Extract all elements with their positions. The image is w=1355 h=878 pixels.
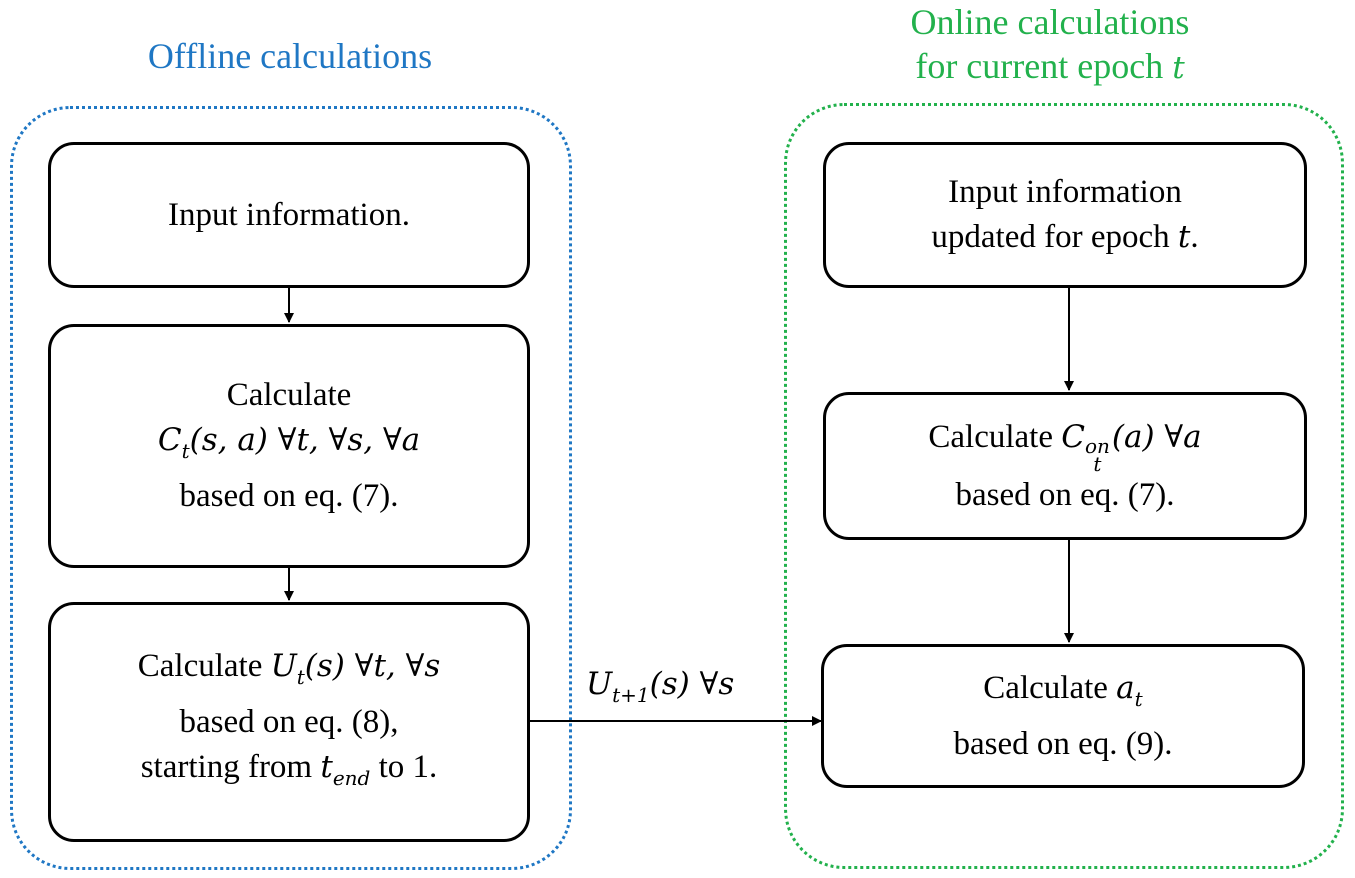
online-box-calc-a-line2: based on eq. (9). xyxy=(953,725,1173,762)
calc-con-text: Calculate xyxy=(928,418,1062,455)
to-one-text: to 1. xyxy=(370,748,438,785)
updated-text: updated for epoch xyxy=(931,219,1178,255)
offline-box-input-text: Input information. xyxy=(168,196,410,233)
online-title-epoch-var: t xyxy=(1172,50,1185,86)
offline-box-calc-c-line3: based on eq. (7). xyxy=(179,478,399,514)
offline-title: Offline calculations xyxy=(147,36,433,76)
online-box-input: Input information updated for epoch t. xyxy=(823,142,1307,288)
online-title-line2-text: for current epoch xyxy=(915,46,1173,86)
offline-box-calc-c: Calculate Ct(s, a) ∀t, ∀s, ∀a based on e… xyxy=(48,324,530,568)
online-box-calc-a-line1: Calculate at xyxy=(983,666,1142,722)
t-end-sub: end xyxy=(332,765,371,790)
edge-u-sub: t+1 xyxy=(612,683,650,707)
calc-u-text: Calculate xyxy=(137,647,271,684)
cost-args: (s, a) ∀t, ∀s, ∀a xyxy=(189,422,421,458)
online-box-calc-c-line2: based on eq. (7). xyxy=(955,476,1175,513)
con-sub: t xyxy=(1093,451,1102,476)
edge-label-utility: Ut+1(s) ∀s xyxy=(586,666,734,707)
con-var: C xyxy=(1061,418,1085,455)
online-box-calc-a: Calculate at based on eq. (9). xyxy=(821,644,1305,788)
offline-box-input: Input information. xyxy=(48,142,530,288)
cost-var: C xyxy=(157,422,182,458)
utility-sub: t xyxy=(296,664,305,689)
period: . xyxy=(1190,219,1199,255)
offline-box-calc-u-line2: based on eq. (8), xyxy=(179,703,399,740)
online-title-line1: Online calculations xyxy=(910,2,1190,42)
offline-box-calc-u: Calculate Ut(s) ∀t, ∀s based on eq. (8),… xyxy=(48,602,530,842)
online-box-input-line2: updated for epoch t. xyxy=(931,215,1198,260)
edge-u-args: (s) ∀s xyxy=(649,666,735,702)
edge-u-var: U xyxy=(586,666,613,702)
cost-sub: t xyxy=(181,439,190,463)
epoch-var: t xyxy=(1177,219,1191,255)
offline-box-calc-c-line2: Ct(s, a) ∀t, ∀s, ∀a xyxy=(158,418,420,474)
utility-var: U xyxy=(270,647,297,684)
action-var: a xyxy=(1116,669,1135,706)
online-group xyxy=(784,103,1344,869)
starting-text: starting from xyxy=(140,748,321,785)
offline-group xyxy=(10,106,572,870)
online-box-input-line1: Input information xyxy=(948,174,1182,210)
calc-a-text: Calculate xyxy=(983,669,1117,706)
con-args: (a) ∀a xyxy=(1111,418,1202,455)
online-title: Online calculations for current epoch t xyxy=(860,0,1240,90)
offline-box-calc-u-line3: starting from tend to 1. xyxy=(141,745,438,801)
offline-box-calc-c-line1: Calculate xyxy=(226,377,352,413)
action-sub: t xyxy=(1134,686,1143,711)
t-end-var: t xyxy=(320,748,333,785)
con-sup: on xyxy=(1084,433,1110,458)
utility-args: (s) ∀t, ∀s xyxy=(304,647,441,684)
online-title-line2: for current epoch t xyxy=(860,44,1240,90)
offline-box-calc-u-line1: Calculate Ut(s) ∀t, ∀s xyxy=(138,644,441,700)
